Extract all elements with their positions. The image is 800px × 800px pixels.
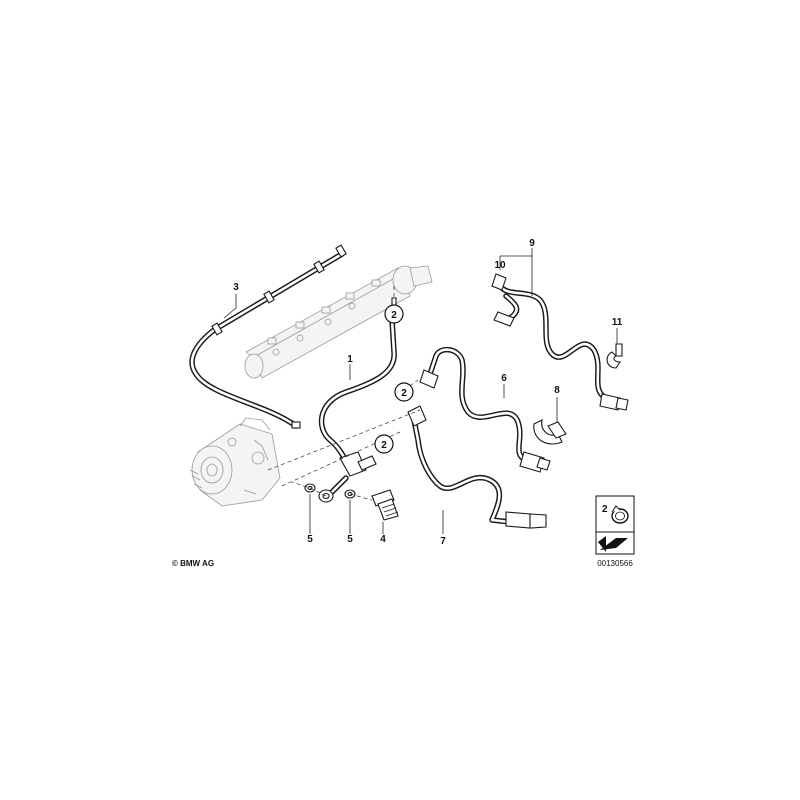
svg-text:2: 2 bbox=[391, 310, 397, 321]
callout-5-left: 5 bbox=[307, 534, 313, 545]
callout-4: 4 bbox=[380, 534, 386, 545]
callout-8: 8 bbox=[554, 385, 560, 396]
clip-8 bbox=[533, 419, 567, 445]
legend-box: 2 bbox=[595, 495, 635, 555]
hose-7 bbox=[407, 405, 547, 529]
high-pressure-pump bbox=[189, 417, 281, 507]
diagram-id: 00130566 bbox=[597, 559, 633, 568]
circled-callout-2-top: 2 bbox=[384, 304, 404, 324]
svg-text:2: 2 bbox=[401, 388, 407, 399]
callout-9: 9 bbox=[529, 238, 535, 249]
hose-clamp-icon bbox=[611, 505, 629, 524]
legend-label-2: 2 bbox=[602, 504, 608, 515]
callout-10: 10 bbox=[494, 260, 506, 271]
hose-9 bbox=[491, 273, 629, 411]
washer-5-right bbox=[344, 489, 356, 499]
copyright: © BMW AG bbox=[172, 559, 214, 568]
circled-callout-2-low: 2 bbox=[374, 434, 394, 454]
callout-11: 11 bbox=[612, 317, 623, 328]
svg-text:2: 2 bbox=[381, 440, 387, 451]
circled-callout-2-mid: 2 bbox=[394, 382, 414, 402]
banjo-bolt-4 bbox=[371, 489, 399, 521]
callout-5-right: 5 bbox=[347, 534, 353, 545]
fuel-rail bbox=[244, 265, 433, 379]
leader-lines bbox=[223, 248, 618, 534]
callout-7: 7 bbox=[440, 536, 446, 547]
callout-6: 6 bbox=[501, 373, 507, 384]
hose-6 bbox=[419, 346, 551, 473]
arrow-icon bbox=[598, 536, 628, 552]
callout-1: 1 bbox=[347, 354, 353, 365]
return-line-3 bbox=[189, 244, 347, 429]
clip-11 bbox=[606, 343, 623, 369]
callout-3: 3 bbox=[233, 282, 239, 293]
